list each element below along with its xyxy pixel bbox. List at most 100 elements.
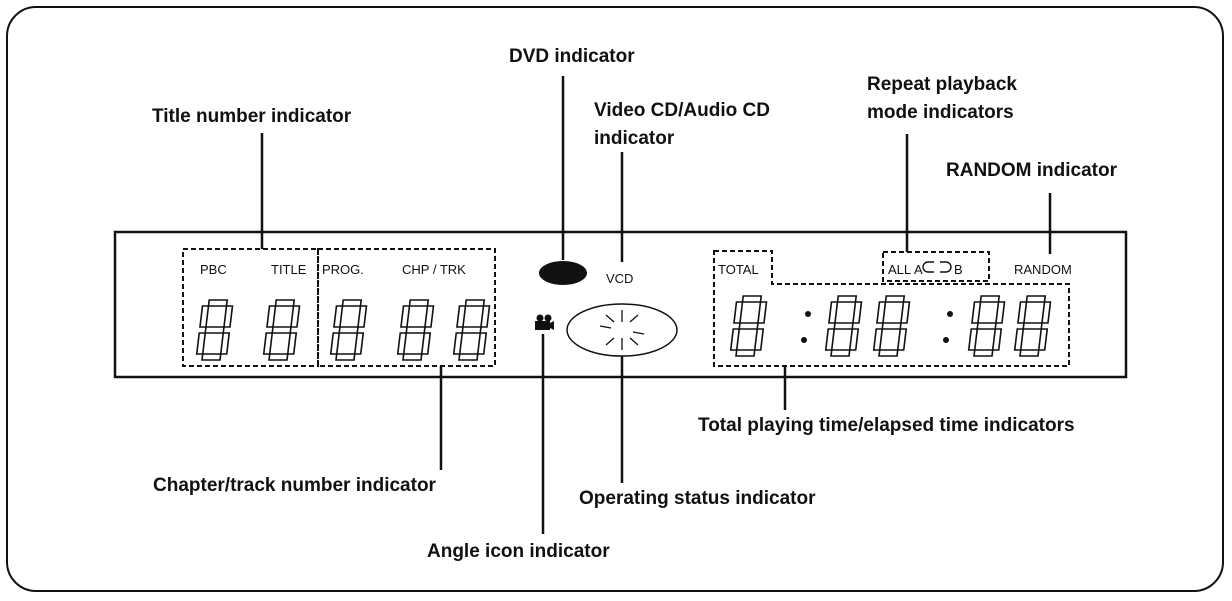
digit-segment: [400, 305, 411, 328]
digit-segment: [729, 328, 741, 351]
digit-segment: [872, 328, 884, 351]
camera-angle-icon: [535, 314, 554, 330]
digit-segment: [848, 328, 860, 351]
digit-segment: [967, 328, 979, 351]
digit-segment: [219, 332, 231, 355]
label-a: A: [914, 262, 923, 277]
digit-segment: [753, 328, 765, 351]
chapter-group-box: [317, 248, 496, 367]
callout-title-number: Title number indicator: [152, 106, 352, 127]
digit-segment: [201, 353, 222, 361]
label-random: RANDOM: [1014, 262, 1072, 277]
label-total: TOTAL: [718, 262, 759, 277]
digit-segment: [333, 305, 344, 328]
callout-vcd-line2: indicator: [594, 128, 675, 149]
time-group-box: [713, 250, 1070, 367]
digit-segment: [329, 332, 341, 355]
digit-segment: [735, 349, 756, 357]
digit-segment: [204, 326, 225, 334]
digit-segment: [223, 305, 234, 328]
callout-total-time: Total playing time/elapsed time indicato…: [698, 415, 1075, 436]
digit-group: [195, 295, 1052, 361]
digit-segment: [876, 301, 887, 324]
digit-segment: [1013, 328, 1025, 351]
label-pbc: PBC: [200, 262, 227, 277]
digit-segment: [878, 349, 899, 357]
digit-segment: [979, 295, 1001, 303]
diagram-frame: [6, 6, 1224, 592]
digit-segment: [991, 328, 1003, 351]
digit-segment: [1017, 301, 1028, 324]
digit-segment: [884, 295, 906, 303]
digit-segment: [1022, 322, 1043, 330]
digit-segment: [733, 301, 744, 324]
digit-segment: [199, 305, 210, 328]
label-prog: PROG.: [322, 262, 364, 277]
digit-segment: [833, 322, 854, 330]
digit-segment: [881, 322, 902, 330]
label-all: ALL: [888, 262, 912, 277]
colon-dot: [943, 337, 949, 343]
digit-segment: [290, 305, 301, 328]
digit-segment: [335, 353, 356, 361]
digit-segment: [828, 301, 839, 324]
digit-segment: [357, 305, 368, 328]
callout-repeat-line2: mode indicators: [867, 102, 1014, 123]
digit-segment: [480, 305, 491, 328]
digit-segment: [1037, 328, 1049, 351]
digit-segment: [836, 295, 858, 303]
callout-random: RANDOM indicator: [946, 160, 1117, 181]
digit-segment: [271, 326, 292, 334]
digit-segment: [741, 295, 763, 303]
repeat-loop-icon: [922, 261, 952, 273]
callout-dvd: DVD indicator: [509, 46, 635, 67]
callout-operating-status: Operating status indicator: [579, 488, 816, 509]
digit-segment: [900, 301, 911, 324]
label-b: B: [954, 262, 963, 277]
digit-segment: [1041, 301, 1052, 324]
digit-segment: [1025, 295, 1047, 303]
digit-segment: [973, 349, 994, 357]
digit-segment: [976, 322, 997, 330]
repeat-group-box: [882, 251, 990, 282]
digit-segment: [420, 332, 432, 355]
colon-dot: [947, 311, 953, 317]
digit-segment: [464, 299, 486, 307]
digit-segment: [452, 332, 464, 355]
callout-angle-icon: Angle icon indicator: [427, 541, 610, 562]
colon-dot: [805, 311, 811, 317]
digit-segment: [1019, 349, 1040, 357]
digit-segment: [408, 299, 430, 307]
digit-segment: [852, 301, 863, 324]
display-panel: [113, 230, 1128, 379]
label-title: TITLE: [271, 262, 307, 277]
digit-segment: [341, 299, 363, 307]
disc-status-icon: [566, 303, 678, 357]
digit-segment: [396, 332, 408, 355]
digit-segment: [262, 332, 274, 355]
digit-segment: [896, 328, 908, 351]
callout-vcd-line1: Video CD/Audio CD: [594, 100, 770, 121]
digit-segment: [824, 328, 836, 351]
label-chp-trk: CHP / TRK: [402, 262, 466, 277]
digit-segment: [274, 299, 296, 307]
colon-dot: [801, 337, 807, 343]
digit-segment: [476, 332, 488, 355]
digit-segment: [266, 305, 277, 328]
digit-segment: [268, 353, 289, 361]
digit-segment: [971, 301, 982, 324]
digit-segment: [424, 305, 435, 328]
digit-segment: [195, 332, 207, 355]
digit-segment: [458, 353, 479, 361]
digit-segment: [830, 349, 851, 357]
label-vcd: VCD: [606, 271, 634, 286]
callout-chapter-track: Chapter/track number indicator: [153, 475, 436, 496]
digit-segment: [456, 305, 467, 328]
digit-segment: [402, 353, 423, 361]
digit-segment: [461, 326, 482, 334]
digit-segment: [995, 301, 1006, 324]
digit-segment: [286, 332, 298, 355]
digit-segment: [338, 326, 359, 334]
digit-segment: [353, 332, 365, 355]
